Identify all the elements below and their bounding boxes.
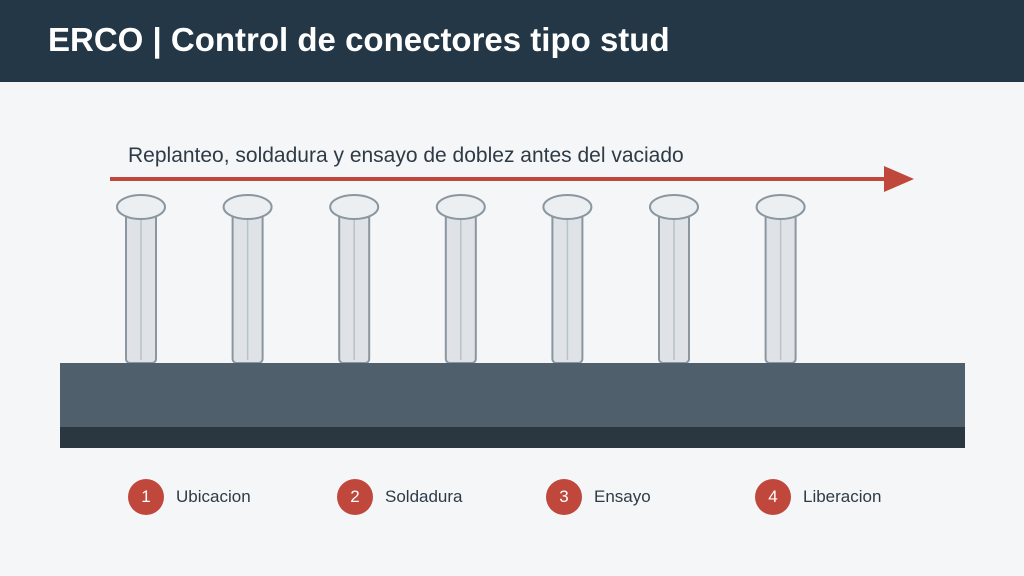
header-bar: ERCO | Control de conectores tipo stud bbox=[0, 0, 1024, 82]
stud-connector bbox=[435, 194, 486, 364]
step-4-number: 4 bbox=[755, 479, 791, 515]
stud-connector bbox=[755, 194, 806, 364]
stud-connector bbox=[222, 194, 273, 364]
stud-head bbox=[649, 194, 699, 220]
step-3: 3 Ensayo bbox=[546, 479, 651, 515]
stud-head bbox=[222, 194, 273, 220]
step-4: 4 Liberacion bbox=[755, 479, 881, 515]
flow-label: Replanteo, soldadura y ensayo de doblez … bbox=[128, 144, 684, 167]
step-1-label: Ubicacion bbox=[176, 487, 251, 506]
step-4-label: Liberacion bbox=[803, 487, 882, 506]
stud-head bbox=[329, 194, 380, 220]
step-2-label: Soldadura bbox=[385, 487, 463, 506]
steel-beam-bottom bbox=[60, 427, 965, 448]
step-1: 1 Ubicacion bbox=[128, 479, 251, 515]
step-1-number: 1 bbox=[128, 479, 164, 515]
stud-connector bbox=[649, 194, 699, 364]
stud-head bbox=[116, 194, 166, 220]
page-title: ERCO | Control de conectores tipo stud bbox=[48, 21, 670, 58]
step-3-label: Ensayo bbox=[594, 487, 651, 506]
step-2-number: 2 bbox=[337, 479, 373, 515]
stud-connector bbox=[116, 194, 166, 364]
stud-connector bbox=[542, 194, 593, 364]
steel-beam-top bbox=[60, 363, 965, 427]
stud-head bbox=[755, 194, 806, 220]
step-3-number: 3 bbox=[546, 479, 582, 515]
stud-head bbox=[542, 194, 593, 220]
stud-head bbox=[435, 194, 486, 220]
stud-connector bbox=[329, 194, 380, 364]
flow-arrow-head bbox=[884, 166, 914, 192]
step-2: 2 Soldadura bbox=[337, 479, 463, 515]
studs-group bbox=[116, 194, 806, 364]
